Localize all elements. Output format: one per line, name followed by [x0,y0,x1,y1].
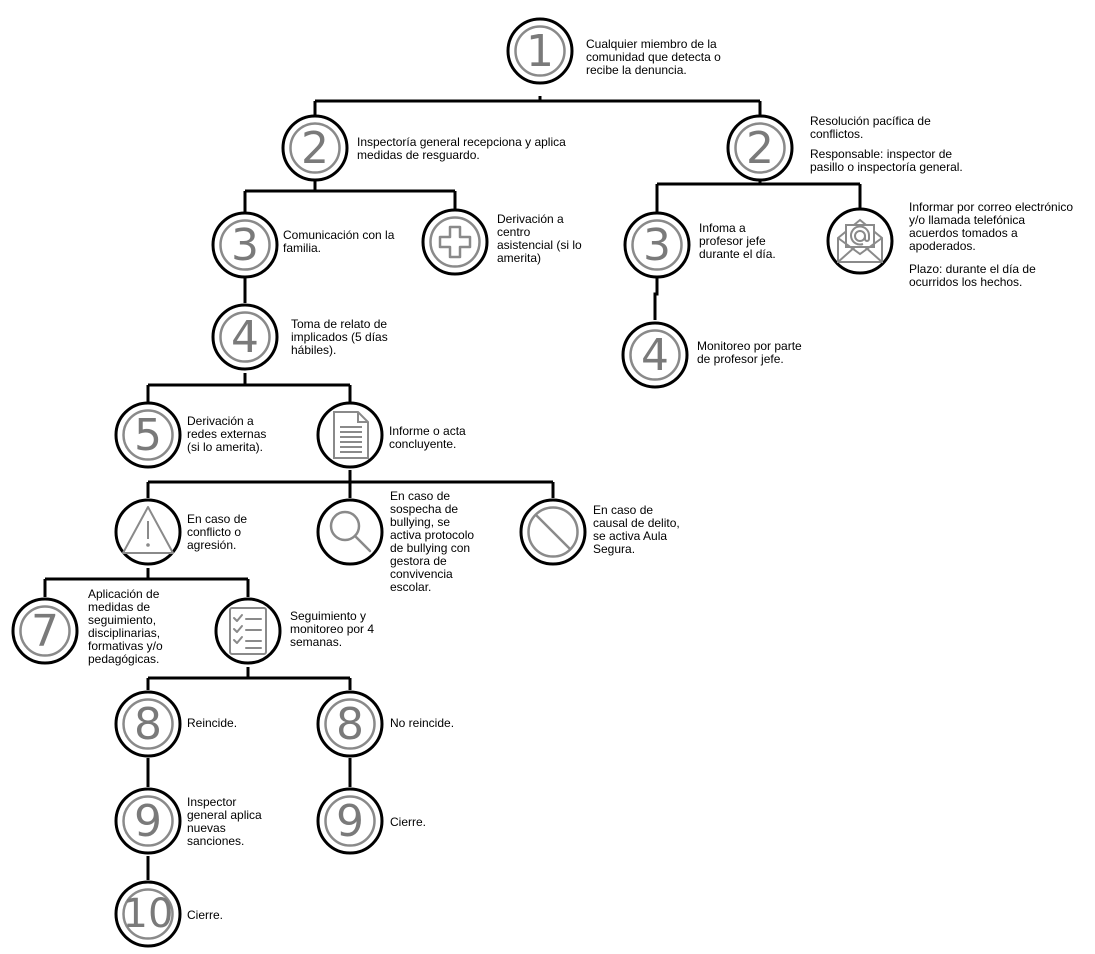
step-1-number: 1 [526,25,554,77]
step-2-right-responsible: Responsable: inspector de pasillo o insp… [810,147,963,174]
prohibited-node [518,497,588,567]
step-8-left-text: Reincide. [187,716,238,730]
step-3-left-text: Comunicación con la familia. [283,228,395,255]
step-9-left-text: Inspector general aplica nuevas sancione… [187,795,262,848]
step-4-right-number: 4 [641,329,669,381]
step-1-circle: 1 [505,16,575,96]
step-8-right-text: No reincide. [390,716,455,730]
warning-icon [114,498,182,566]
step-8-right-number: 8 [336,698,364,750]
step-1-text: Cualquier miembro de la comunidad que de… [586,37,721,77]
email-node [825,206,895,276]
step-9-right-circle: 9 [315,786,385,856]
step-2-right-text: Resolución pacífica de conflictos. [810,114,931,141]
step-9-left-circle: 9 [113,786,183,856]
document-node [315,400,385,470]
step-7-number: 7 [31,605,59,657]
step-10-number: 10 [122,891,174,937]
email-deadline-text: Plazo: durante el día de ocurridos los h… [909,262,1036,289]
magnifier-text: En caso de sospecha de bullying, se acti… [390,489,475,594]
step-2-right-circle: 2 [725,113,795,183]
step-3-cross-text: Derivación a centro asistencial (si lo a… [497,212,582,265]
step-7-circle: 7 [10,596,80,666]
step-5-text: Derivación a redes externas (si lo ameri… [187,414,267,454]
step-4-left-circle: 4 [210,302,280,372]
step-4-right-circle: 4 [620,320,690,390]
step-8-right-circle: 8 [315,689,385,759]
step-10-text: Cierre. [187,908,224,922]
checklist-icon [214,597,282,665]
prohibited-text: En caso de causal de delito, se activa A… [593,503,680,556]
checklist-node [213,596,283,666]
step-3-left-circle: 3 [210,210,280,280]
step-5-circle: 5 [113,400,183,470]
step-7-text: Aplicación de medidas de seguimiento, di… [88,587,163,666]
step-9-left-number: 9 [134,795,162,847]
warning-node [113,497,183,567]
step-2-left-circle: 2 [280,113,350,183]
warning-text: En caso de conflicto o agresión. [187,512,248,552]
step-10-circle: 10 [113,879,183,949]
document-icon [316,401,384,469]
step-3-right-number: 3 [643,219,671,271]
magnifier-node [315,497,385,567]
step-2-right-number: 2 [746,122,774,174]
step-4-right-text: Monitoreo por parte de profesor jefe. [697,339,802,366]
step-9-right-text: Cierre. [390,815,427,829]
prohibited-icon [519,498,587,566]
step-3-right-text: Infoma a profesor jefe durante el día. [699,221,776,261]
connector [653,278,659,320]
step-2-left-text: Inspectoría general recepciona y aplica … [357,135,566,162]
step-4-left-text: Toma de relato de implicados (5 días háb… [291,317,388,357]
medical-cross-node [420,207,490,277]
step-3-left-number: 3 [231,219,259,271]
step-4-left-number: 4 [231,311,259,363]
document-text: Informe o acta concluyente. [389,424,466,451]
step-5-number: 5 [134,409,162,461]
email-envelope-icon [826,207,894,275]
checklist-text: Seguimiento y monitoreo por 4 semanas. [290,609,375,649]
medical-cross-icon [421,208,489,276]
step-8-left-number: 8 [134,698,162,750]
email-text: Informar por correo electrónico y/o llam… [909,200,1074,253]
step-3-right-circle: 3 [622,210,692,280]
step-9-right-number: 9 [336,795,364,847]
step-8-left-circle: 8 [113,689,183,759]
step-2-left-number: 2 [301,122,329,174]
magnifier-icon [316,498,384,566]
